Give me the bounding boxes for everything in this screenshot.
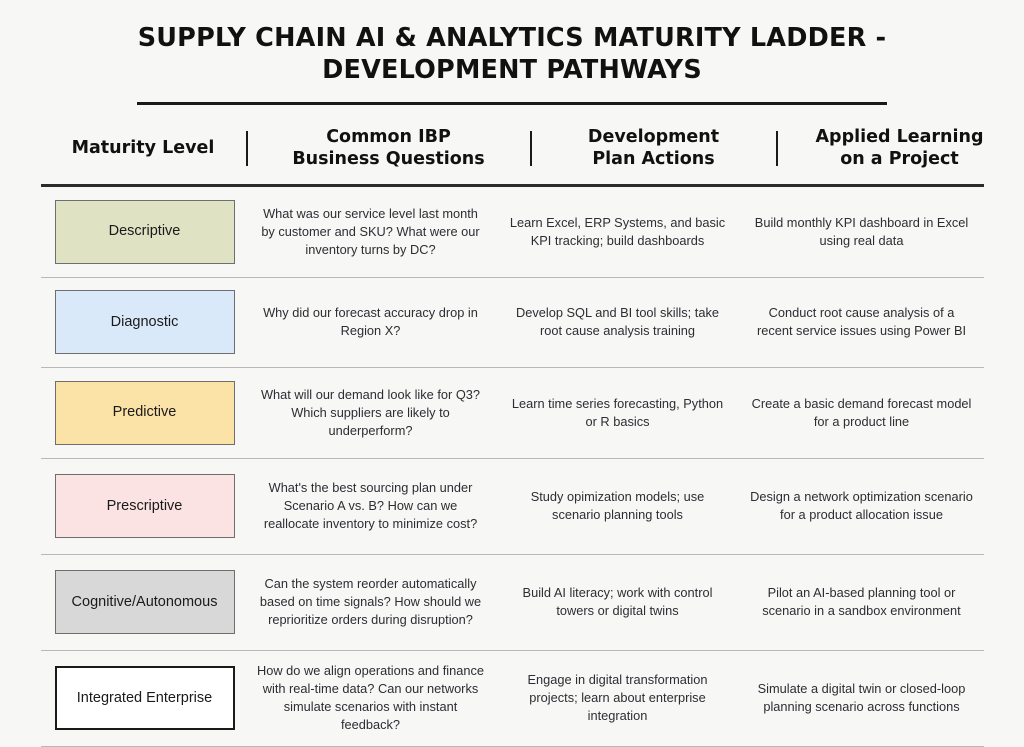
maturity-level-box-diagnostic[interactable]: Diagnostic — [54, 290, 235, 355]
maturity-level-box-predictive[interactable]: Predictive — [54, 380, 235, 445]
column-header-applied-learning-on-a-project: Applied Learning on a Project — [778, 126, 1022, 172]
column-header-actions-line2: Plan Actions — [592, 149, 715, 170]
development-plan-actions-cell: Learn Excel, ERP Systems, and basic KPI … — [509, 214, 726, 248]
table-row: Cognitive/Autonomous Can the system reor… — [40, 555, 984, 651]
business-questions-cell: What's the best sourcing plan under Scen… — [263, 480, 478, 532]
business-questions-cell: Why did our forecast accuracy drop in Re… — [263, 305, 478, 339]
applied-learning-cell: Build monthly KPI dashboard in Excel usi… — [754, 214, 969, 248]
column-header-maturity-level: Maturity Level — [71, 137, 215, 158]
business-questions-cell: Can the system reorder automatically bas… — [259, 576, 482, 628]
business-questions-cell: What was our service level last month by… — [261, 205, 480, 257]
table-row: Descriptive What was our service level l… — [40, 187, 984, 278]
maturity-rows: Descriptive What was our service level l… — [40, 187, 984, 747]
development-plan-actions-cell: Build AI literacy; work with control tow… — [522, 585, 713, 619]
applied-learning-cell: Design a network optimization scenario f… — [750, 489, 973, 523]
maturity-level-cell: Prescriptive — [41, 474, 246, 539]
column-header-questions-line1: Common IBP — [326, 126, 451, 147]
table-row: Integrated Enterprise How do we align op… — [40, 651, 984, 747]
maturity-level-cell: Descriptive — [41, 199, 246, 264]
page-title: SUPPLY CHAIN AI & ANALYTICS MATURITY LAD… — [137, 23, 887, 86]
title-block: SUPPLY CHAIN AI & ANALYTICS MATURITY LAD… — [0, 0, 1024, 106]
applied-learning-cell: Pilot an AI-based planning tool or scena… — [762, 585, 961, 619]
maturity-level-box-prescriptive[interactable]: Prescriptive — [54, 474, 235, 539]
column-header-actions-line1: Development — [587, 126, 720, 147]
maturity-level-box-cognitive-autonomous[interactable]: Cognitive/Autonomous — [54, 570, 235, 635]
maturity-level-cell: Predictive — [41, 380, 246, 445]
development-plan-actions-cell: Learn time series forecasting, Python or… — [511, 395, 724, 429]
column-header-applied-line2: on a Project — [840, 149, 959, 170]
column-header-common-ibp-business-questions: Common IBP Business Questions — [264, 126, 514, 172]
header-separator-2 — [529, 130, 532, 166]
column-header-applied-line1: Applied Learning — [815, 126, 984, 147]
maturity-level-box-descriptive[interactable]: Descriptive — [54, 199, 235, 264]
column-header-development-plan-actions: Development Plan Actions — [532, 126, 776, 172]
applied-learning-cell: Create a basic demand forecast model for… — [751, 395, 972, 429]
business-questions-cell: What will our demand look like for Q3? W… — [260, 386, 481, 438]
maturity-level-cell: Cognitive/Autonomous — [41, 570, 246, 635]
table-row: Diagnostic Why did our forecast accuracy… — [40, 278, 984, 368]
header-bottom-rule — [40, 184, 984, 187]
table-header-row: Maturity Level Common IBP Business Quest… — [41, 119, 984, 177]
maturity-level-cell: Diagnostic — [41, 290, 246, 355]
applied-learning-cell: Conduct root cause analysis of a recent … — [756, 305, 967, 339]
development-plan-actions-cell: Study opimization models; use scenario p… — [530, 489, 705, 523]
business-questions-cell: How do we align operations and finance w… — [257, 662, 484, 733]
header-separator-3 — [775, 130, 778, 166]
maturity-level-cell: Integrated Enterprise — [41, 666, 246, 731]
title-underline-rule — [137, 102, 887, 106]
header-separator-1 — [245, 130, 248, 166]
column-header-questions-line2: Business Questions — [292, 149, 485, 170]
maturity-level-box-integrated-enterprise[interactable]: Integrated Enterprise — [54, 666, 235, 731]
applied-learning-cell: Simulate a digital twin or closed-loop p… — [757, 681, 966, 715]
table-row: Prescriptive What's the best sourcing pl… — [40, 459, 984, 555]
table-row: Predictive What will our demand look lik… — [40, 368, 984, 459]
development-plan-actions-cell: Develop SQL and BI tool skills; take roo… — [516, 305, 719, 339]
development-plan-actions-cell: Engage in digital transformation project… — [527, 672, 708, 724]
